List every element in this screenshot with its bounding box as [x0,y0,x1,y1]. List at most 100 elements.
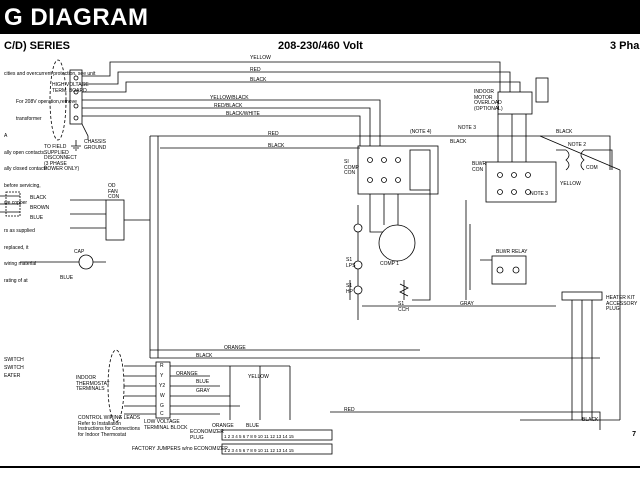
economizer-plug [221,429,333,441]
note-line: we copper [4,199,28,206]
wire-label-yellow-right: YELLOW [560,181,581,187]
wire-yellow-top [82,61,501,92]
wire-label-blue-econ: BLUE [246,423,260,429]
field-disconnect [49,59,67,141]
blower-relay-label: BLWR RELAY [496,249,528,255]
si-comp-label: SI COMP CON [344,159,359,176]
svg-text:1 2 3 4 5 6 7 8 9 10 11 12 13: 1 2 3 4 5 6 7 8 9 10 11 12 13 14 15 [224,434,294,439]
wire-label-red: RED [250,67,261,73]
title-banner: G DIAGRAM [0,0,640,34]
heater-label: EATER [4,373,21,379]
page-number: 7 [632,431,636,438]
svg-text:1 2 3 4 5 6 7 8 9 10 11 12 13: 1 2 3 4 5 6 7 8 9 10 11 12 13 14 15 [224,448,294,453]
od-fan-label: OD FAN CON [108,183,120,200]
wire-red-black [82,107,371,146]
note3b-label: NOTE 3 [530,191,549,197]
note2-label: NOTE 2 [568,142,587,148]
chassis-ground-symbol [71,140,81,151]
wire-label-orange-tstat: ORANGE [176,371,198,377]
terminal-w: W [160,393,165,399]
wire-label-brown-fan: BROWN [30,205,50,211]
low-voltage-terminal-block [155,361,171,419]
blower-relay [491,255,527,285]
comp1-label: COMP 1 [380,261,400,267]
note3a-label: NOTE 3 [458,125,477,131]
wire-label-gray-tstat: GRAY [196,388,210,394]
wire-label-black-blwr: BLACK [450,139,467,145]
fan-capacitor [78,254,94,270]
chassis-ground-label: CHASSIS GROUND [84,139,107,151]
wire-black-top [82,81,521,93]
note-line: rs as supplied [4,227,35,234]
wire-yellow-black [82,99,381,146]
com-label: COM [586,165,598,171]
wire-label-red-mid: RED [268,131,279,137]
wire-black-white [82,115,361,146]
hv-terminal-board [69,69,83,125]
note-line: A [4,132,8,139]
note4-label: (NOTE 4) [410,129,432,135]
switch-label: SWITCH [4,365,24,371]
voltage-label: 208-230/460 Volt [278,40,363,52]
terminal-y2: Y2 [159,383,166,389]
wire-label-orange-econ: ORANGE [212,423,234,429]
indoor-thermostat-label: INDOOR THERMOSTAT TERMINALS [76,375,110,392]
field-disconnect-label: TO FIELD SUPPLIED DISCONNECT (3 PHASE PO… [44,144,80,172]
cap-label: CAP [74,249,85,255]
wire-label-red-bottom: RED [344,407,355,413]
heater-kit-plug [561,291,603,301]
wire-label-black-low: BLACK [196,353,213,359]
note-line: wiring material [4,261,37,268]
phase-label: 3 Pha [610,40,640,52]
wire-label-black-mid: BLACK [268,143,285,149]
wire-label-black: BLACK [250,77,267,83]
switch-label: SWITCH [4,357,24,363]
blower-contactor [485,161,557,203]
wire-label-yellow: YELLOW [250,55,271,61]
note-line: replaced, it [4,244,29,251]
od-fan-contactor [105,199,125,241]
wire-label-blue-fan: BLUE [30,215,44,221]
s1-hp-label: S1 HP [346,283,353,295]
terminal-c: C [160,411,164,417]
note-line: ally closed contacts. [4,166,49,173]
wire-label-blue-cap: BLUE [60,275,74,281]
diagram-title: G DIAGRAM [4,4,149,31]
terminal-r: R [160,363,164,369]
wire-label-yellow-tstat: YELLOW [248,374,269,380]
indoor-motor-overload-label: INDOOR MOTOR OVERLOAD (OPTIONAL) [474,89,503,112]
indoor-thermostat [107,349,125,423]
factory-jumpers-label: FACTORY JUMPERS w/no ECONOMIZER [132,446,228,452]
series-label: C/D) SERIES [4,40,71,52]
wire-label-yellow-black: YELLOW/BLACK [210,95,249,101]
wire-label-black-white: BLACK/WHITE [226,111,260,117]
economizer-pin-numbers: 1 2 3 4 5 6 7 8 9 10 11 12 13 14 15 1 2 … [224,434,294,453]
wire-red-mid [150,135,611,170]
wire-label-black-fan: BLACK [30,195,47,201]
terminal-y: Y [160,373,164,379]
low-voltage-label: LOW VOLTAGE TERMINAL BLOCK [144,419,188,431]
hv-terminal-label: HIGH VOLTAGE TERM. BOARD [52,82,89,94]
note-line: rating of at [4,278,28,285]
s1-cch-label: S1 CCH [398,301,409,313]
wire-red-top [82,71,511,92]
wire-label-orange-low: ORANGE [224,345,246,351]
econ-plug-label: ECONOMIZER PLUG [190,429,224,441]
si-comp-contactor [357,145,439,195]
wire-label-blue-tstat: BLUE [196,379,210,385]
bottom-rule [0,466,640,468]
note-line: before servicing, [4,183,41,190]
compressor-motor [378,224,416,262]
heater-plug-label: HEATER KIT ACCESSORY PLUG [606,295,638,312]
control-leads-label: CONTROL WIRING LEADS Refer to Installati… [78,415,141,438]
note-line: transformer [16,115,42,122]
indoor-motor-overload [497,91,533,115]
crankcase-heater [399,280,409,300]
note-line: For 208V operation,remove [16,99,77,106]
s1-lps-label: S1 LPS [346,257,356,269]
blower-contactor-label: BLWR CON [472,161,487,173]
note-line: ally open contacts. [4,149,46,156]
factory-jumper-strip [221,443,333,455]
terminal-g: G [160,403,164,409]
